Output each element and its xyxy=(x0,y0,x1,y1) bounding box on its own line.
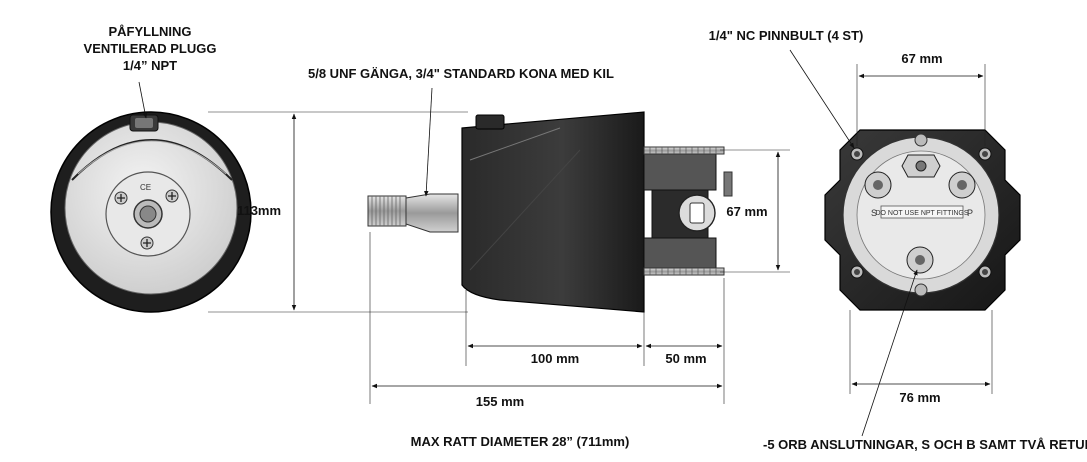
bolt-spacing-vertical-dimension: 67 mm xyxy=(726,204,767,219)
fill-plug-icon xyxy=(129,114,159,132)
fill-plug-label: PÅFYLLNING VENTILERAD PLUGG 1/4” NPT xyxy=(84,24,217,73)
fitting-warning: DO NOT USE NPT FITTINGS xyxy=(875,210,968,217)
body-length-dimension: 100 mm xyxy=(531,351,579,366)
ports-leader xyxy=(861,269,918,437)
flange-width-dimension: 76 mm xyxy=(899,390,940,405)
rear-view: DO NOT USE NPT FITTINGS S P xyxy=(824,129,1021,311)
port-p-label: P xyxy=(967,208,973,218)
thread-leader xyxy=(424,87,433,197)
port-fitting-icon xyxy=(864,171,892,199)
port-fitting-icon xyxy=(901,154,941,178)
rear-length-dimension: 50 mm xyxy=(665,351,706,366)
fill-plug-label-line-1: PÅFYLLNING xyxy=(108,24,191,39)
screw-icon xyxy=(140,236,154,250)
bolt-hole-icon xyxy=(850,147,864,161)
port-s-label: S xyxy=(871,208,877,218)
bolt-hole-icon xyxy=(978,147,992,161)
screw-icon xyxy=(165,189,179,203)
bolt-hole-icon xyxy=(850,265,864,279)
max-wheel-label: MAX RATT DIAMETER 28” (711mm) xyxy=(411,434,630,449)
port-fitting-icon xyxy=(948,171,976,199)
threaded-shaft xyxy=(367,193,459,233)
thread-label: 5/8 UNF GÄNGA, 3/4" STANDARD KONA MED KI… xyxy=(308,66,614,81)
fill-plug-label-line-3: 1/4” NPT xyxy=(123,58,177,73)
stud-bolt-leader xyxy=(789,49,855,149)
front-view: CE xyxy=(50,111,252,313)
screw-icon xyxy=(114,191,128,205)
port-plug-icon xyxy=(678,194,716,232)
bolt-hole-icon xyxy=(978,265,992,279)
stud-bolt-label: 1/4" NC PINNBULT (4 ST) xyxy=(709,28,864,43)
fill-plug-leader xyxy=(138,81,148,119)
side-view xyxy=(367,111,733,313)
port-fitting-icon xyxy=(906,246,934,274)
height-dimension: 113mm xyxy=(237,203,281,218)
ce-mark: CE xyxy=(140,183,151,192)
total-length-dimension: 155 mm xyxy=(476,394,524,409)
bolt-spacing-horizontal-dimension: 67 mm xyxy=(901,51,942,66)
fill-plug-label-line-2: VENTILERAD PLUGG xyxy=(84,41,217,56)
ports-label: -5 ORB ANSLUTNINGAR, S OCH B SAMT TVÅ RE… xyxy=(763,437,1087,452)
